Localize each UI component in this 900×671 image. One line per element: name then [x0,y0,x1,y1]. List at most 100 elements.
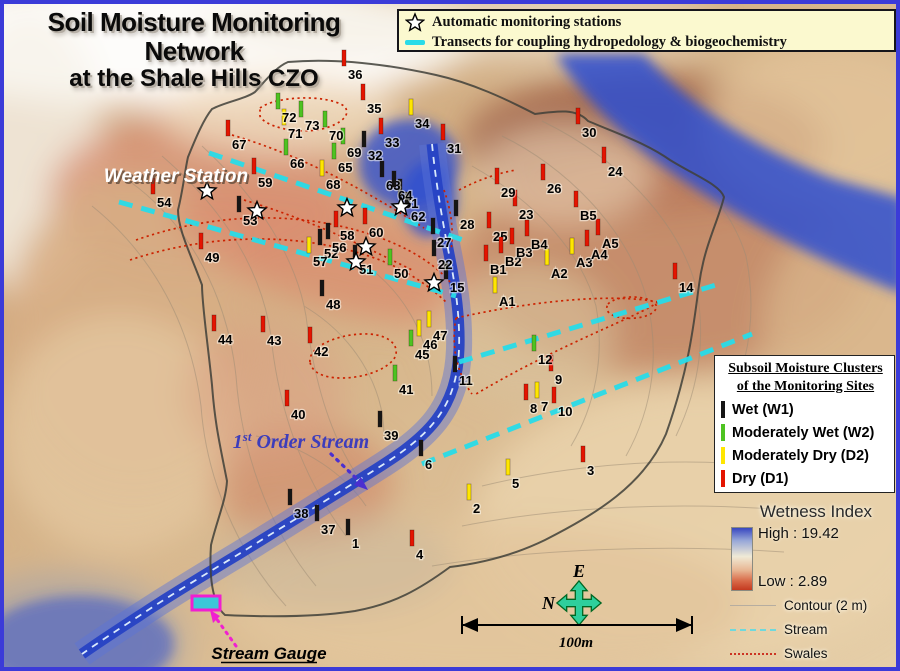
station-marker-57: 57 [306,236,329,270]
mod-dry-color-bar [721,447,725,464]
cluster-item-mod-wet: Moderately Wet (W2) [721,424,890,441]
station-label: 15 [450,280,464,295]
station-marker-46: 46 [416,319,439,353]
station-label: B4 [531,237,548,252]
transect-line [421,331,753,467]
station-label: 38 [294,506,308,521]
station-marker-70: 70 [322,110,345,144]
station-label: A1 [499,294,516,309]
station-label: 50 [394,266,408,281]
station-label: A5 [602,236,619,251]
transect-line [118,199,457,299]
svg-text:Weather Station: Weather Station [104,166,248,187]
station-label: 24 [608,164,623,179]
station-marker-40: 40 [284,389,307,423]
station-label: 6 [425,457,432,472]
contour-line-icon [730,605,776,606]
stream-gauge-label: Stream Gauge [211,644,326,663]
station-marker-1: 1 [345,518,361,552]
station-marker-36: 36 [341,49,364,83]
station-marker-49: 49 [198,232,221,266]
first-order-stream-annotation: 1st Order Stream [233,429,369,490]
station-label: 34 [415,116,430,131]
wetness-high-label: High : 19.42 [758,525,839,542]
station-marker-44: 44 [211,314,235,348]
station-label: 69 [347,145,361,160]
station-label: 11 [459,373,473,388]
station-label: 71 [288,126,302,141]
station-marker-50: 50 [387,248,410,282]
station-marker-54: 54 [150,177,174,211]
compass-east-label: E [572,561,585,581]
wetness-ramp-row: High : 19.42 Low : 2.89 [716,525,896,591]
station-marker-68: 68 [319,159,342,193]
station-label: 8 [530,401,537,416]
terrain-map-svg: 1234567891011121415222324252627282930313… [4,4,896,667]
legend-row-transects: Transects for coupling hydropedology & b… [405,32,888,52]
cluster-legend-title-2: of the Monitoring Sites [736,378,875,394]
station-marker-14: 14 [672,262,696,296]
compass-north-label: N [541,593,556,613]
auto-station-star-icon [390,195,412,217]
station-label: 25 [493,229,507,244]
station-marker-7: 7 [534,381,550,415]
legend-stations-label: Automatic monitoring stations [432,13,622,30]
station-label: 56 [332,240,346,255]
title-line-1: Soil Moisture Monitoring Network [47,7,341,67]
station-marker-60: 60 [362,207,385,241]
station-label: 9 [555,372,562,387]
cluster-legend: Subsoil Moisture Clusters of the Monitor… [714,355,895,493]
station-marker-A3: A3 [569,237,594,271]
station-marker-65: 65 [331,142,354,176]
station-label: 68 [326,177,340,192]
auto-station-star-icon [355,235,377,257]
dry-color-bar [721,470,725,487]
station-label: 52 [324,246,338,261]
station-marker-69: 69 [340,127,363,161]
auto-station-star-icon [336,196,358,218]
station-label: 14 [679,280,694,295]
figure-title: Soil Moisture Monitoring Network at the … [8,7,380,93]
station-marker-58: 58 [333,210,356,244]
station-marker-B5: B5 [573,190,598,224]
station-label: A4 [591,247,608,262]
station-marker-A5: A5 [595,218,620,252]
station-marker-A2: A2 [544,248,569,282]
wetness-low-label: Low : 2.89 [758,573,828,590]
station-marker-71: 71 [281,108,304,142]
transect-dash-icon [405,39,425,45]
stream-channel [74,142,473,665]
station-marker-2: 2 [466,483,482,517]
station-label: 37 [321,522,335,537]
station-marker-9: 9 [548,354,564,388]
station-marker-24: 24 [601,146,625,180]
cluster-item-wet: Wet (W1) [721,401,890,418]
legend-row-stream: Stream [716,622,896,637]
legend-row-stations: Automatic monitoring stations [405,12,888,32]
station-label: 40 [291,407,305,422]
station-label: 49 [205,250,219,265]
compass-cross-icon [555,579,603,627]
auto-station-star-icon [246,199,268,221]
station-marker-B1: B1 [483,244,508,278]
station-label: 46 [423,337,437,352]
station-label: A2 [551,266,568,281]
station-label: 58 [340,228,354,243]
station-label: B3 [516,245,533,260]
legend-row-contour: Contour (2 m) [716,598,896,613]
cluster-legend-title-1: Subsoil Moisture Clusters [728,361,883,376]
station-label: 39 [384,428,398,443]
station-marker-37: 37 [314,504,337,538]
station-marker-42: 42 [307,326,330,360]
stations-layer: 1234567891011121415222324252627282930313… [150,49,696,563]
station-label: 12 [538,352,552,367]
station-marker-6: 6 [418,439,434,473]
station-label: 7 [541,399,548,414]
station-marker-8: 8 [523,383,539,417]
symbols-legend: Automatic monitoring stations Transects … [397,9,896,52]
station-label: 57 [313,254,327,269]
station-marker-A4: A4 [584,229,610,263]
station-label: 54 [157,195,172,210]
wet-color-bar [721,401,725,418]
station-marker-34: 34 [408,98,432,132]
